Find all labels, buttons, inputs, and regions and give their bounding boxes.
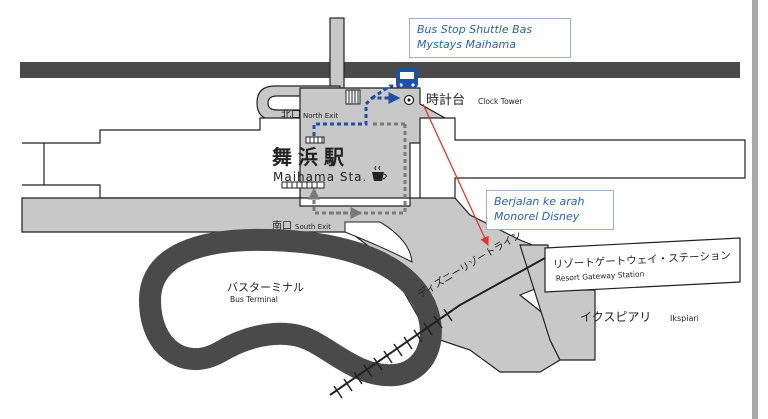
- ticket-gate-icon: [281, 181, 325, 189]
- south-exit-en-label: South Exit: [295, 223, 331, 231]
- bus-terminal-loop: [138, 228, 442, 387]
- north-gate-icon: [305, 136, 325, 144]
- shuttle-bus-callout: Bus Stop Shuttle Bas Mystays Maihama: [409, 18, 571, 58]
- station-building: [43, 117, 301, 199]
- shuttle-callout-line1: Bus Stop Shuttle Bas: [417, 23, 533, 36]
- coffee-icon: [372, 165, 387, 181]
- station-name-en: Maihama Sta.: [273, 170, 367, 184]
- stairs-icon: [345, 89, 361, 105]
- bus-terminal-en-label: Bus Terminal: [230, 295, 278, 304]
- north-walkway: [329, 17, 345, 95]
- station-name-jp: 舞浜駅: [272, 145, 350, 169]
- resort-gateway-box: [544, 237, 741, 293]
- shuttle-callout-line2: Mystays Maihama: [417, 38, 516, 51]
- bus-terminal-jp-label: バスターミナル: [227, 281, 304, 294]
- ikspiari-en-label: Ikspiari: [670, 314, 699, 323]
- north-exit-jp-label: 北口: [281, 109, 301, 121]
- north-exit-en-label: North Exit: [303, 112, 338, 120]
- monorail-callout: Berjalan ke arah Monorel Disney: [486, 190, 614, 230]
- clock-tower-jp-label: 時計台: [426, 92, 465, 108]
- plaza-island: [344, 221, 413, 263]
- target-marker-icon: [403, 94, 415, 106]
- disney-resort-line: [329, 257, 546, 399]
- monorail-callout-line1: Berjalan ke arah: [494, 195, 585, 208]
- walk-direction-arrow: [422, 103, 489, 246]
- east-tracks-block: [419, 117, 746, 201]
- clock-tower-en-label: Clock Tower: [478, 97, 523, 106]
- top-road: [20, 62, 740, 78]
- shuttle-route-blue-2: [371, 84, 402, 100]
- south-exit-jp-label: 南口: [272, 219, 292, 232]
- page-scrollbar[interactable]: [752, 0, 758, 419]
- ikspiari-jp-label: イクスピアリ: [580, 310, 651, 324]
- monorail-callout-line2: Monorel Disney: [494, 210, 580, 223]
- shuttle-route-blue: [312, 92, 401, 136]
